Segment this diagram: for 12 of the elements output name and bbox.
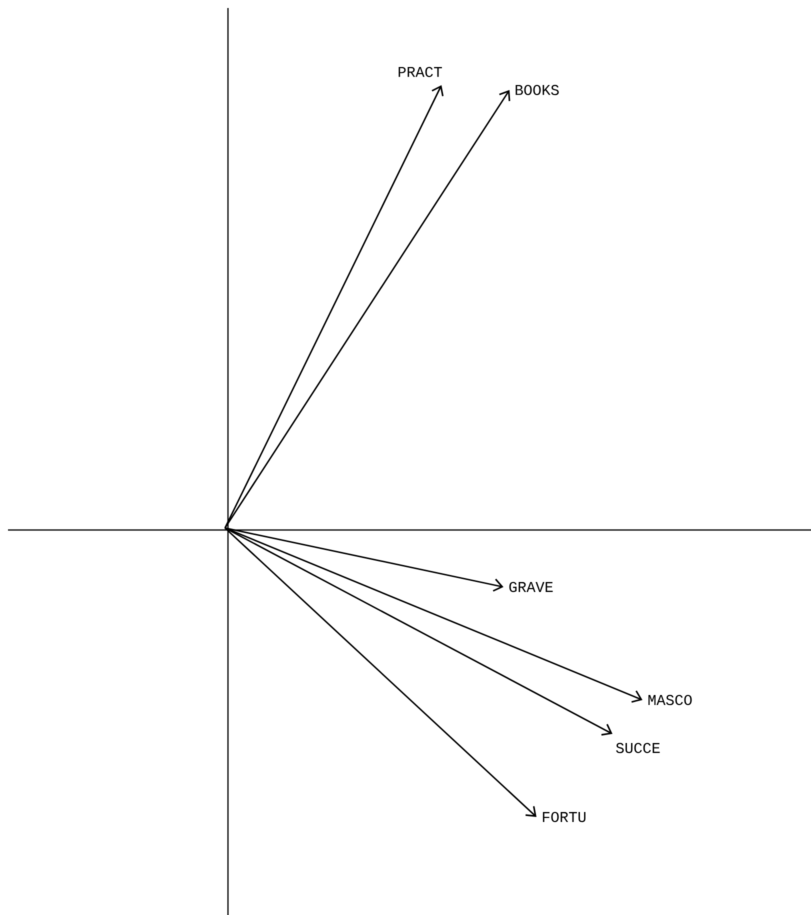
- vector-arrow: [224, 527, 536, 817]
- vector-label: MASCO: [648, 694, 692, 706]
- vector-label: SUCCE: [616, 742, 660, 754]
- vector-label: BOOKS: [516, 84, 559, 96]
- vector-label: FORTU: [542, 812, 586, 822]
- vector-label: GRAVE: [509, 582, 553, 592]
- vector-arrow: [224, 85, 444, 528]
- vector-arrow: [224, 527, 504, 592]
- vector-label: PRACT: [398, 66, 442, 78]
- vector-arrow: [224, 90, 510, 528]
- vector-arrow: [224, 527, 642, 703]
- vector-arrow: [224, 527, 612, 736]
